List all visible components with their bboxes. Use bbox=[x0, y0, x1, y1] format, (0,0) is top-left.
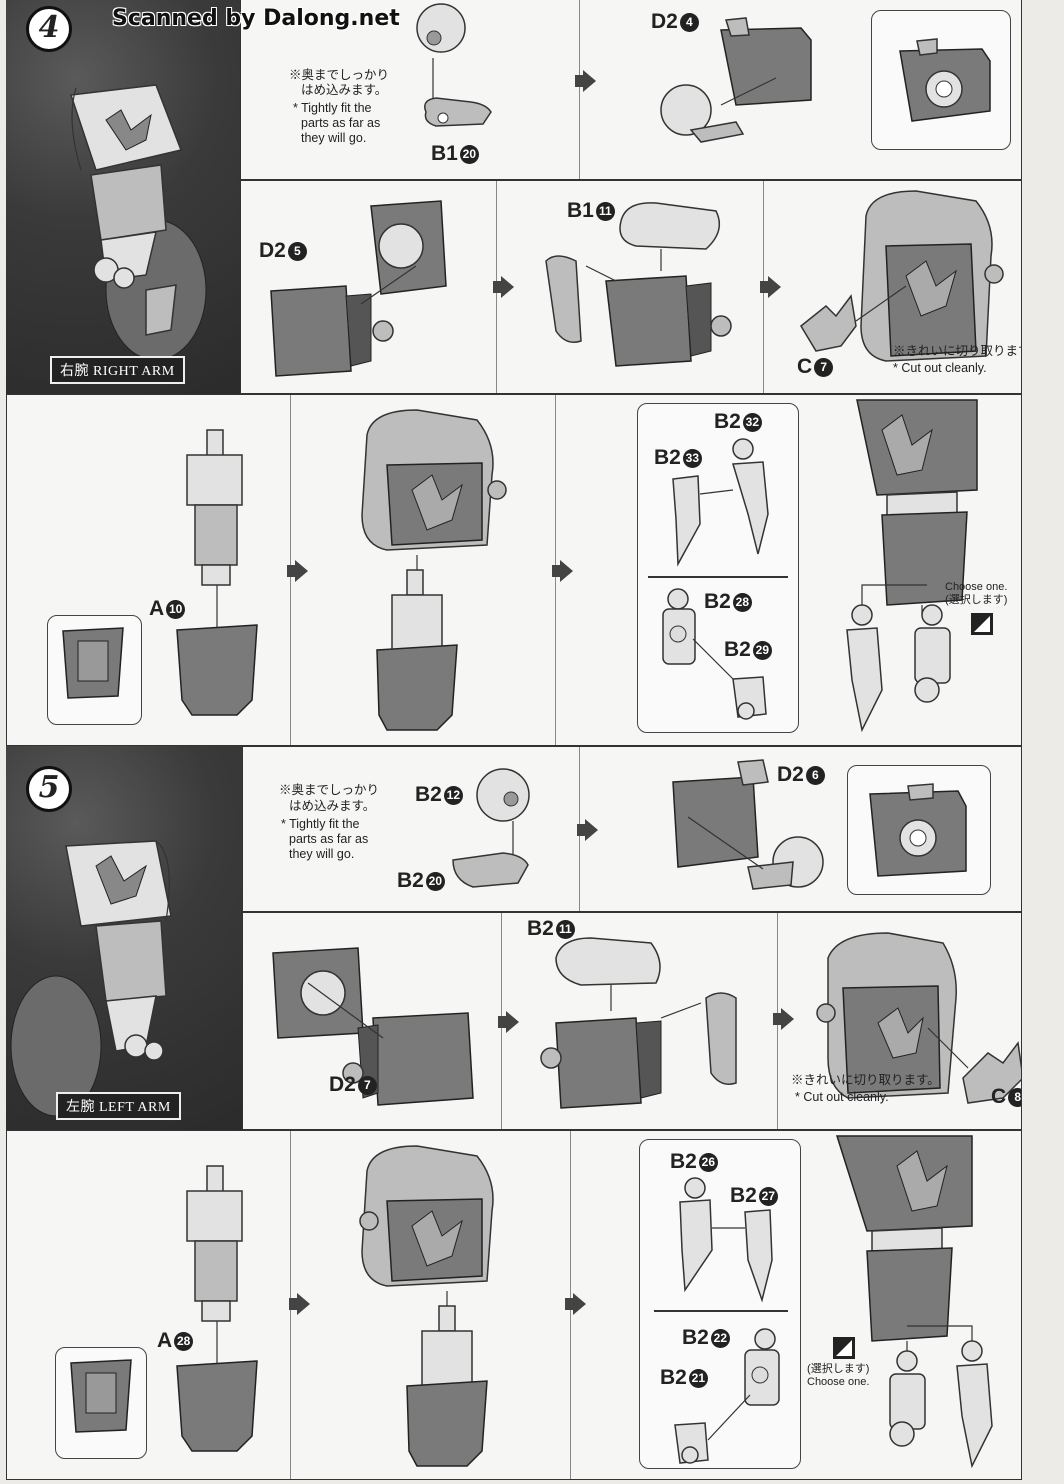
armor-assembly bbox=[545, 202, 732, 367]
armor-assembly bbox=[540, 937, 737, 1109]
divider bbox=[654, 1310, 788, 1312]
step5-row1: ※奥までしっかり はめ込みます。 * Tightly fit the parts… bbox=[242, 746, 1022, 912]
frame-detail bbox=[869, 783, 967, 877]
arm-final bbox=[846, 399, 978, 733]
divider bbox=[579, 0, 580, 179]
arrow-icon bbox=[575, 70, 596, 92]
choose-one-icon bbox=[971, 613, 993, 635]
arrow-icon bbox=[493, 276, 514, 298]
detail-inset bbox=[55, 1347, 147, 1459]
arm-label: 左腕 LEFT ARM bbox=[56, 1092, 181, 1120]
arrow-icon bbox=[552, 560, 573, 582]
fist-hand-1 bbox=[662, 588, 767, 720]
cut-note-jp: ※きれいに切り取ります。 bbox=[791, 1073, 940, 1087]
arrow-icon bbox=[498, 1011, 519, 1033]
step-number: 4 bbox=[26, 6, 72, 52]
detail-inset bbox=[47, 615, 142, 725]
arrow-icon bbox=[289, 1293, 310, 1315]
fit-note-en-1: * Tightly fit the bbox=[281, 817, 360, 831]
arm-final bbox=[835, 1135, 993, 1469]
divider bbox=[648, 576, 788, 578]
right-arm-illustration bbox=[69, 84, 207, 361]
step-number: 5 bbox=[26, 766, 72, 812]
claw-hand-2 bbox=[679, 1177, 773, 1303]
arm-assembly bbox=[361, 409, 507, 731]
fit-note-en-2: parts as far as bbox=[289, 832, 369, 846]
forearm-core bbox=[176, 1165, 258, 1452]
forearm-detail bbox=[70, 1359, 132, 1433]
forearm-detail bbox=[62, 627, 124, 699]
fit-note-en-2: parts as far as bbox=[301, 116, 381, 130]
arrow-icon bbox=[565, 1293, 586, 1315]
step4-row1: ※奥までしっかり はめ込みます。 * Tightly fit the parts… bbox=[240, 0, 1022, 180]
frame-part bbox=[660, 17, 812, 143]
sub-assembly-b2 bbox=[452, 768, 530, 888]
fit-note-jp-2: はめ込みます。 bbox=[289, 799, 376, 813]
choose-note: (選択します)Choose one. bbox=[807, 1363, 870, 1388]
choose-note: Choose one.(選択します) bbox=[945, 581, 1008, 606]
upper-arm-assembly bbox=[816, 932, 1021, 1104]
step4-illustration: 4 右腕 RIGHT ARM bbox=[6, 0, 240, 394]
sub-assembly-b1 bbox=[416, 3, 492, 127]
arrow-icon bbox=[773, 1008, 794, 1030]
arrow-icon bbox=[577, 819, 598, 841]
cut-note-en: * Cut out cleanly. bbox=[893, 361, 987, 375]
cut-note-en: * Cut out cleanly. bbox=[795, 1090, 889, 1104]
fit-note-en-1: * Tightly fit the bbox=[293, 101, 372, 115]
detail-inset bbox=[847, 765, 991, 895]
detail-inset bbox=[871, 10, 1011, 150]
frame-part bbox=[672, 759, 824, 890]
fit-note-jp-1: ※奥までしっかり bbox=[289, 68, 390, 82]
choose-one-icon bbox=[833, 1337, 855, 1359]
fit-note-en-3: they will go. bbox=[301, 131, 367, 145]
frame-assembly bbox=[272, 947, 474, 1106]
fit-note-en-3: they will go. bbox=[289, 847, 355, 861]
cut-note-jp: ※きれいに切り取ります。 bbox=[893, 344, 1021, 358]
arrow-icon bbox=[760, 276, 781, 298]
arm-label: 右腕 RIGHT ARM bbox=[50, 356, 185, 384]
fist-hand-2 bbox=[674, 1328, 780, 1464]
claw-hand-1 bbox=[672, 438, 769, 567]
arrow-icon bbox=[287, 560, 308, 582]
fit-note-jp-1: ※奥までしっかり bbox=[279, 783, 380, 797]
left-arm-illustration bbox=[10, 840, 172, 1117]
forearm-core bbox=[176, 429, 258, 716]
watermark: Scanned by Dalong.net bbox=[112, 6, 400, 31]
upper-arm-assembly bbox=[800, 190, 1004, 362]
frame-detail bbox=[899, 38, 991, 122]
fit-note-jp-2: はめ込みます。 bbox=[301, 83, 388, 97]
arm-assembly bbox=[359, 1145, 494, 1467]
step5-illustration: 5 左腕 LEFT ARM bbox=[6, 746, 242, 1130]
frame-assembly bbox=[270, 200, 447, 377]
